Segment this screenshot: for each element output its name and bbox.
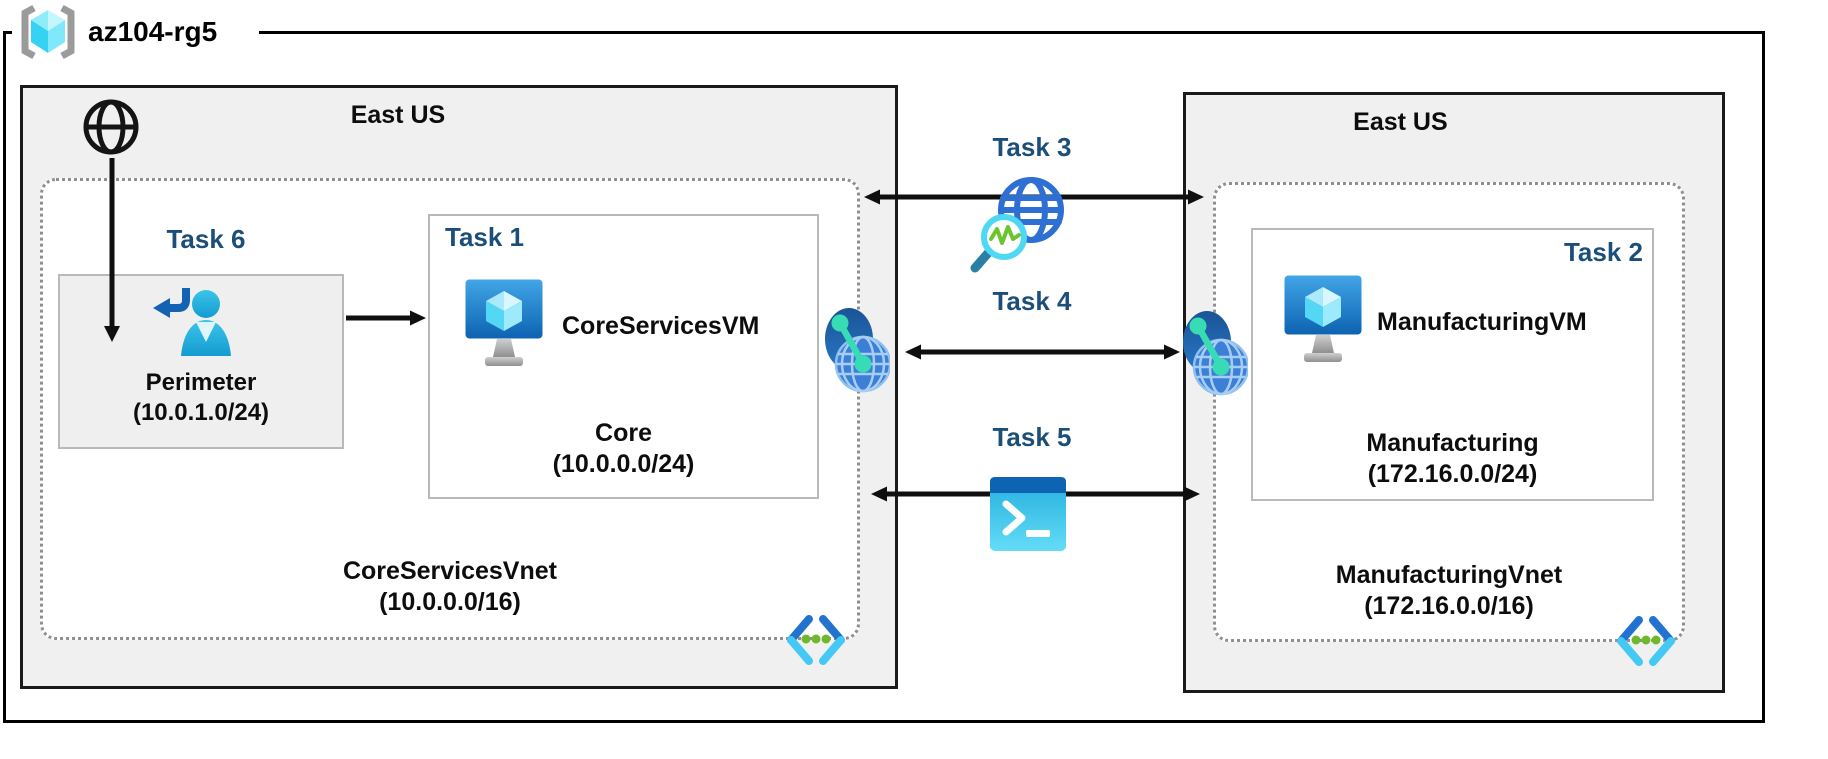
resource-group-boundary (3, 31, 1765, 723)
network-peering-icon (824, 307, 892, 397)
core-subnet-cidr: (10.0.0.0/24) (552, 450, 695, 478)
resource-group-name: az104-rg5 (88, 16, 218, 47)
task2-label: Task 2 (1563, 237, 1643, 267)
resource-group-icon (16, 3, 80, 61)
task4-label: Task 4 (992, 286, 1072, 316)
region-right-location: East US (1353, 108, 1448, 136)
core-services-vnet: Task 6 (40, 178, 860, 665)
network-peering-icon (1182, 310, 1250, 400)
region-left: East US Task 6 (20, 85, 898, 689)
perimeter-subnet-box: Perimeter (10.0.1.0/24) (58, 274, 344, 449)
core-subnet-name: Core (595, 419, 652, 447)
task3-label: Task 3 (992, 132, 1072, 162)
core-vm-name: CoreServicesVM (562, 311, 760, 340)
vm-icon (1283, 274, 1363, 370)
network-watcher-icon (965, 175, 1065, 275)
perimeter-subnet-cidr: (10.0.1.0/24) (132, 399, 270, 426)
internet-icon (82, 98, 140, 156)
subnet-code-icon (1614, 613, 1678, 671)
task5-label: Task 5 (992, 422, 1072, 452)
core-vm: CoreServicesVM (464, 276, 759, 376)
resource-group-header: az104-rg5 (12, 2, 260, 62)
manufacturing-vm: ManufacturingVM (1283, 272, 1587, 372)
perimeter-subnet-name: Perimeter (145, 369, 257, 396)
manufacturing-vm-name: ManufacturingVM (1377, 307, 1587, 336)
region-right: East US Task 2 (1183, 92, 1725, 693)
task1-label: Task 1 (445, 222, 525, 252)
manufacturing-vnet-cidr: (172.16.0.0/16) (1364, 592, 1534, 620)
manufacturing-vnet-name: ManufacturingVnet (1335, 561, 1563, 589)
manufacturing-subnet-box: Task 2 ManufacturingVM (1251, 228, 1654, 501)
cloud-shell-icon (990, 477, 1066, 551)
core-vnet-name: CoreServicesVnet (342, 557, 557, 585)
user-return-icon (149, 282, 235, 362)
manufacturing-subnet-cidr: (172.16.0.0/24) (1367, 460, 1538, 488)
vm-icon (464, 278, 544, 374)
manufacturing-vnet: Task 2 ManufacturingVM (1213, 182, 1685, 666)
task6-label: Task 6 (166, 224, 246, 254)
core-subnet-box: Task 1 (428, 214, 819, 499)
subnet-code-icon (784, 612, 848, 670)
core-vnet-cidr: (10.0.0.0/16) (379, 588, 521, 616)
manufacturing-subnet-name: Manufacturing (1366, 429, 1539, 457)
region-left-location: East US (350, 101, 446, 129)
